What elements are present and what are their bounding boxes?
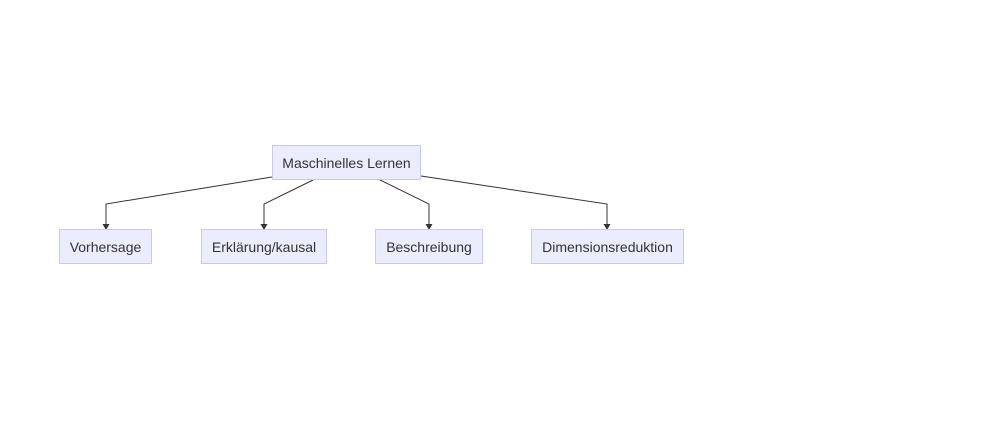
arrowhead-beschreibung bbox=[425, 224, 433, 230]
node-erklaerung-kausal: Erklärung/kausal bbox=[201, 229, 327, 264]
node-beschreibung: Beschreibung bbox=[375, 229, 483, 264]
edge-root-to-erklaerung bbox=[263, 179, 314, 224]
edge-root-to-beschreibung bbox=[379, 179, 430, 224]
node-dimensionsreduktion: Dimensionsreduktion bbox=[531, 229, 684, 264]
node-maschinelles-lernen: Maschinelles Lernen bbox=[272, 145, 421, 180]
edge-root-to-vorhersage bbox=[105, 176, 273, 224]
arrowhead-erklaerung bbox=[260, 224, 268, 230]
arrowhead-dimensionsreduktion bbox=[603, 224, 611, 230]
node-vorhersage: Vorhersage bbox=[59, 229, 152, 264]
edge-root-to-dimensionsreduktion bbox=[420, 175, 608, 224]
arrowhead-vorhersage bbox=[102, 224, 110, 230]
